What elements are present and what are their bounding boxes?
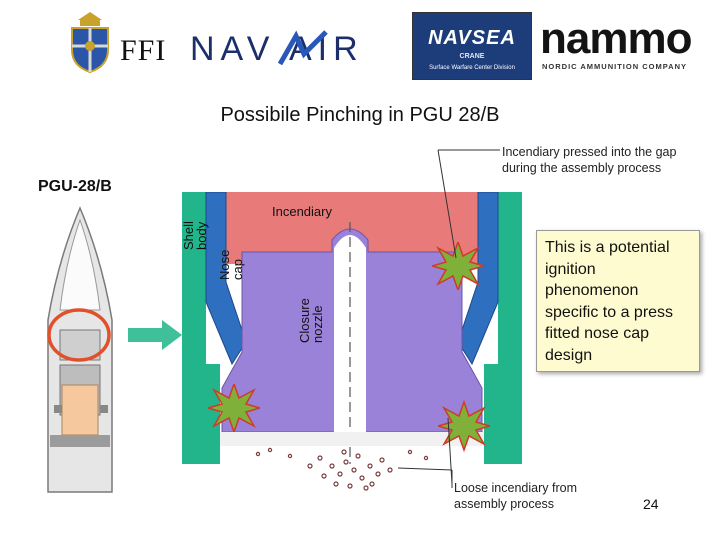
- navsea-division-text: Surface Warfare Center Division: [429, 65, 515, 71]
- navsea-logo: NAVSEA CRANE Surface Warfare Center Divi…: [412, 12, 532, 80]
- zoom-arrow-icon: [126, 318, 184, 357]
- page-number: 24: [643, 496, 659, 512]
- nammo-logo-text: nammo: [540, 14, 692, 63]
- nammo-tagline: NORDIC AMMUNITION COMPANY: [542, 62, 687, 71]
- slide-title: Possibile Pinching in PGU 28/B: [220, 104, 500, 126]
- navair-logo-text: NAV AIR: [190, 30, 364, 68]
- callout-incendiary-pressed: Incendiary pressed into the gap during t…: [502, 145, 677, 175]
- ignition-note-box: This is a potential ignition phenomenon …: [536, 230, 700, 372]
- navsea-crane-text: CRANE: [459, 53, 485, 60]
- incendiary-label: Incendiary: [272, 204, 332, 219]
- loose-incendiary-particles: [250, 444, 450, 501]
- ignition-burst-icon: [429, 239, 487, 295]
- ffi-logo-text: FFI: [120, 34, 167, 67]
- highlight-circle: [46, 306, 112, 369]
- projectile-cutaway-diagram: [20, 200, 140, 505]
- ffi-crest-icon: [66, 10, 114, 79]
- cross-section-diagram: [182, 191, 522, 469]
- navair-swoosh-icon: [277, 30, 328, 75]
- callout-loose-incendiary: Loose incendiary from assembly process: [454, 481, 577, 511]
- ignition-burst-icon: [205, 381, 263, 437]
- pgu-label: PGU-28/B: [38, 178, 112, 195]
- ignition-burst-icon: [435, 399, 493, 457]
- navsea-logo-text: NAVSEA: [428, 27, 516, 49]
